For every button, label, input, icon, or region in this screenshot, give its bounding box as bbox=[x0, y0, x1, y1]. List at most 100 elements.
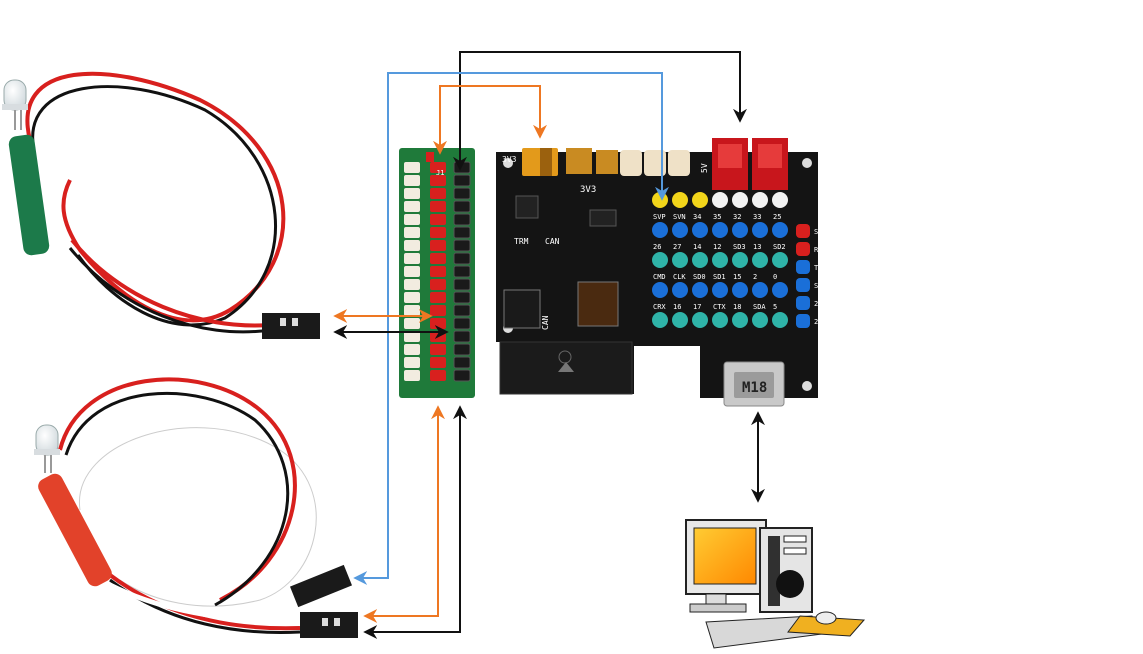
gpio-pin-label: 26 bbox=[653, 243, 661, 251]
gpio-pin bbox=[712, 282, 728, 298]
header-pin-red bbox=[430, 162, 446, 173]
top-cable-connector bbox=[262, 313, 320, 339]
header-pin-white bbox=[404, 318, 420, 329]
button-1 bbox=[620, 150, 642, 176]
gpio-pin bbox=[692, 282, 708, 298]
gpio-pin-label: 16 bbox=[673, 303, 681, 311]
top-pin bbox=[672, 192, 688, 208]
header-pin-black bbox=[453, 239, 471, 252]
gpio-pin bbox=[712, 312, 728, 328]
gpio-pin-label: 33 bbox=[753, 213, 761, 221]
gpio-pin bbox=[732, 312, 748, 328]
gpio-pin bbox=[692, 312, 708, 328]
header-pin-white bbox=[404, 253, 420, 264]
gpio-pin bbox=[652, 312, 668, 328]
gpio-pin-label: CMD bbox=[653, 273, 666, 281]
gpio-pin-label: SDA bbox=[753, 303, 766, 311]
gpio-pin-label: SVP bbox=[653, 213, 666, 221]
usb-label: M18 bbox=[742, 380, 767, 396]
gpio-pin-label: 35 bbox=[713, 213, 721, 221]
header-pin-white bbox=[404, 370, 420, 381]
arrow-orange-top bbox=[433, 85, 547, 155]
green-led-icon bbox=[2, 79, 28, 130]
header-pin-white bbox=[404, 266, 420, 277]
header-pin-black bbox=[453, 343, 471, 356]
chip-3 bbox=[577, 281, 619, 327]
cable-black-bottom bbox=[64, 391, 290, 607]
header-pin-black bbox=[453, 317, 471, 330]
header-pin-red bbox=[430, 175, 446, 186]
header-pin-black bbox=[453, 252, 471, 265]
gpio-pin-label: CTX bbox=[713, 303, 726, 311]
side-pin bbox=[796, 278, 810, 292]
bottom-cable-connector-2 bbox=[300, 612, 358, 638]
header-pin-white bbox=[404, 188, 420, 199]
top-pin bbox=[712, 192, 728, 208]
gpio-pin-label: CRX bbox=[653, 303, 666, 311]
chip-1 bbox=[515, 195, 539, 219]
cable-red-top bbox=[25, 71, 286, 323]
chip-4 bbox=[589, 209, 617, 227]
label-can-2: CAN bbox=[541, 315, 550, 330]
header-pin-red bbox=[430, 370, 446, 381]
header-pin-black bbox=[453, 369, 471, 382]
side-pin-label: 22 bbox=[814, 318, 822, 326]
gpio-pin-label: 25 bbox=[773, 213, 781, 221]
gpio-pin-label: 2 bbox=[753, 273, 757, 281]
header-pin-black bbox=[453, 356, 471, 369]
cable-red-bottom bbox=[58, 377, 297, 602]
red-led-icon bbox=[34, 424, 60, 473]
gpio-pin bbox=[712, 252, 728, 268]
gpio-pin-label: SD1 bbox=[713, 273, 726, 281]
header-pin-black bbox=[453, 213, 471, 226]
header-pin-black bbox=[453, 161, 471, 174]
header-pin-white bbox=[404, 162, 420, 173]
label-3v3-top: 3V3 bbox=[502, 155, 517, 164]
gpio-pin bbox=[692, 252, 708, 268]
side-pin-label: Rx0 bbox=[814, 246, 827, 254]
gpio-pin bbox=[752, 252, 768, 268]
gpio-pin-label: 14 bbox=[693, 243, 701, 251]
gpio-pin bbox=[672, 222, 688, 238]
cable-black-top bbox=[31, 85, 278, 327]
green-heatshrink bbox=[8, 134, 50, 256]
header-pin-white bbox=[404, 175, 420, 186]
header-pin-red bbox=[430, 214, 446, 225]
header-pin-red bbox=[430, 305, 446, 316]
button-3 bbox=[668, 150, 690, 176]
header-pins-white bbox=[404, 162, 420, 381]
gpio-pin-label: 12 bbox=[713, 243, 721, 251]
header-pin-black bbox=[453, 278, 471, 291]
gpio-pin-label: 0 bbox=[773, 273, 777, 281]
gpio-pin bbox=[772, 252, 788, 268]
gpio-pin bbox=[772, 222, 788, 238]
gpio-pin bbox=[732, 282, 748, 298]
gpio-pin bbox=[732, 252, 748, 268]
gpio-pin-label: 15 bbox=[733, 273, 741, 281]
chip-2 bbox=[503, 289, 541, 329]
header-pin-red bbox=[430, 318, 446, 329]
tantalum-cap-2 bbox=[566, 148, 592, 174]
gpio-pin-label: SVN bbox=[673, 213, 686, 221]
header-pin-red bbox=[430, 357, 446, 368]
gpio-pin-label: 18 bbox=[733, 303, 741, 311]
side-pin bbox=[796, 296, 810, 310]
arrow-black-bottom bbox=[363, 405, 467, 639]
header-pins-red bbox=[430, 162, 446, 381]
gpio-pin bbox=[652, 222, 668, 238]
header-pins-black bbox=[453, 161, 471, 382]
side-pin-label: SCL bbox=[814, 282, 827, 290]
gpio-pin-label: 13 bbox=[753, 243, 761, 251]
top-pin bbox=[652, 192, 668, 208]
side-pin bbox=[796, 260, 810, 274]
gpio-pin-label: SD0 bbox=[693, 273, 706, 281]
header-pin-red bbox=[430, 266, 446, 277]
header-pin-red bbox=[430, 292, 446, 303]
header-pin-black bbox=[453, 226, 471, 239]
header-pin-black bbox=[453, 174, 471, 187]
header-pin-red bbox=[430, 240, 446, 251]
tantalum-cap-3 bbox=[596, 150, 618, 174]
top-pin bbox=[772, 192, 788, 208]
arrow-black-top bbox=[453, 51, 747, 171]
